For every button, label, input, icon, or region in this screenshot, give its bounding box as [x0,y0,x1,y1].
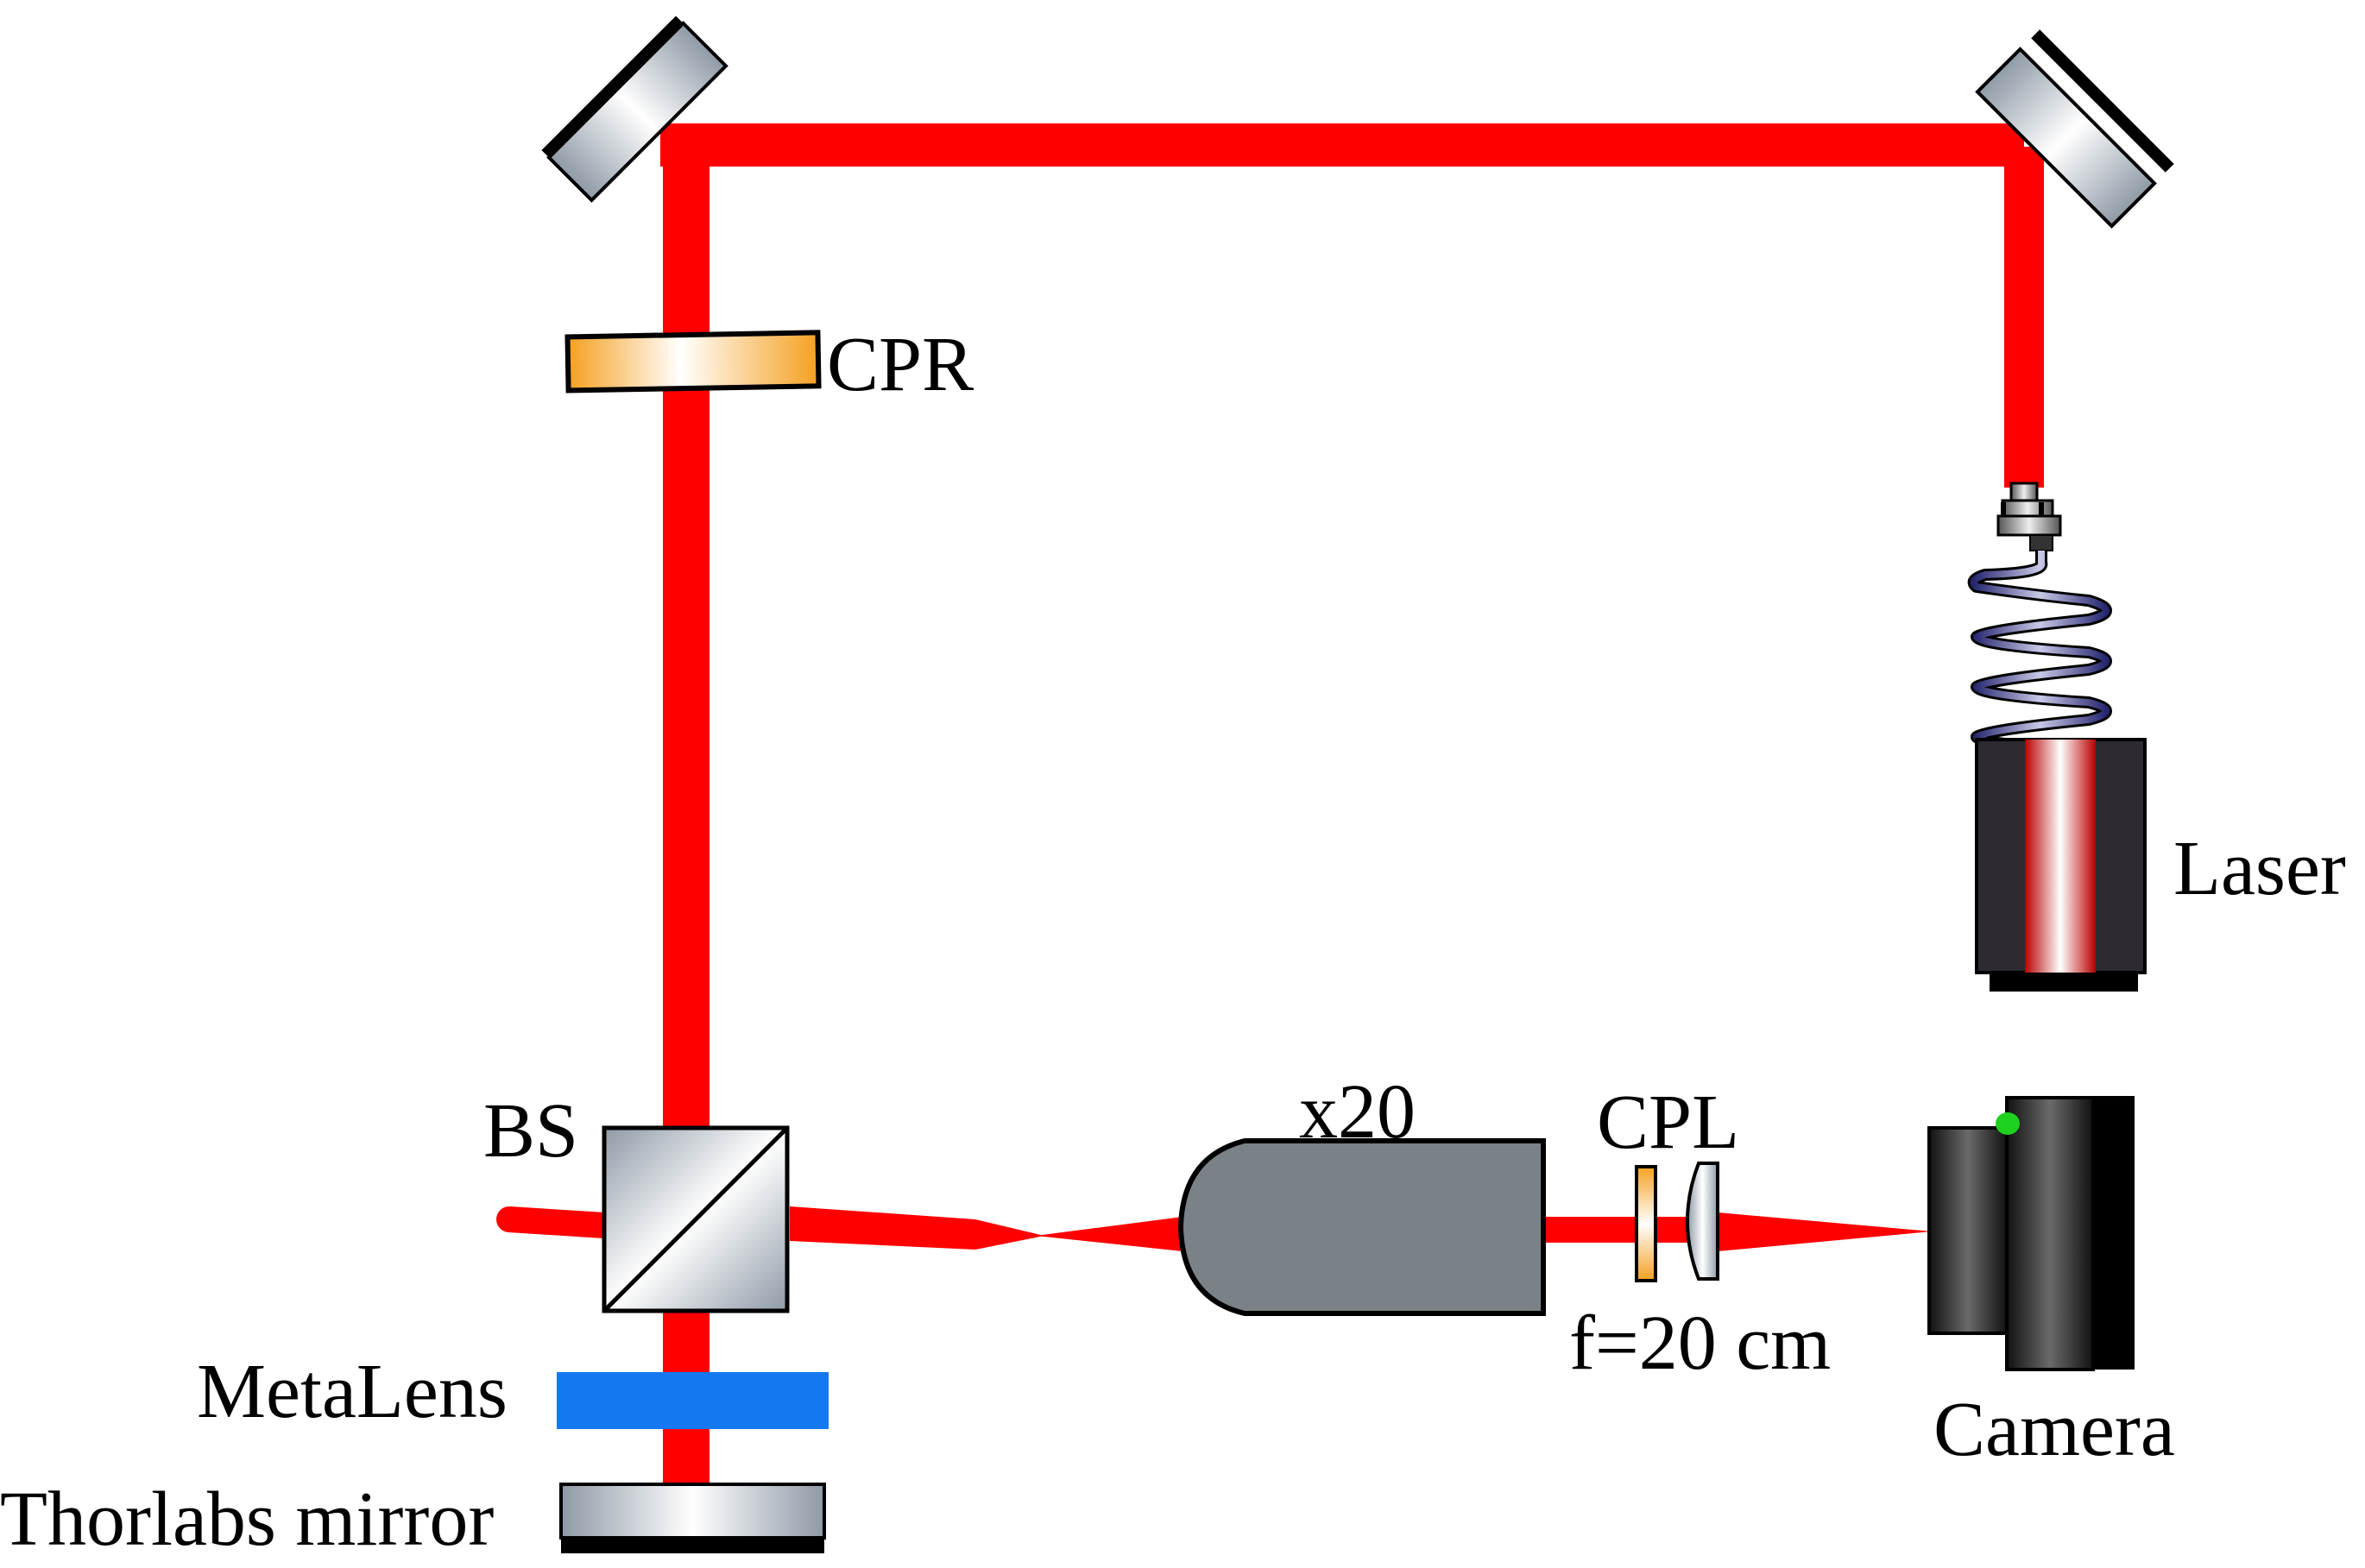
objective-x20 [1177,1138,1546,1316]
bs-label: BS [483,1088,578,1174]
metalens-element [557,1372,829,1429]
metalens-label: MetaLens [197,1349,508,1434]
beam-focus-to-objective [1036,1217,1182,1251]
beam-input-left [496,1206,617,1238]
camera-status-led [1996,1112,2020,1135]
cpr-label: CPR [827,322,974,407]
beam-to-focus [790,1206,1044,1250]
beam-right-vertical [2004,147,2044,488]
mirror-top-left [541,16,728,203]
objective-label: x20 [1299,1069,1416,1155]
camera [1927,1096,2135,1371]
thorlabs-mirror-label: Thorlabs mirror [0,1477,494,1562]
cpl-lens [1686,1162,1719,1281]
mirror-top-right [1975,29,2174,229]
cpl-polarizer [1635,1165,1657,1282]
cpl-label: CPL [1597,1080,1739,1165]
camera-label: Camera [1933,1387,2175,1472]
thorlabs-mirror [559,1483,826,1553]
laser-label: Laser [2173,826,2346,911]
beam-converging-to-camera [1718,1212,1932,1251]
cpr-retarder [564,330,822,394]
focal-length-label: f=20 cm [1569,1300,1831,1386]
beam-splitter [602,1125,790,1313]
beam-top-horizontal [660,123,2024,167]
laser-source [1967,482,2147,992]
